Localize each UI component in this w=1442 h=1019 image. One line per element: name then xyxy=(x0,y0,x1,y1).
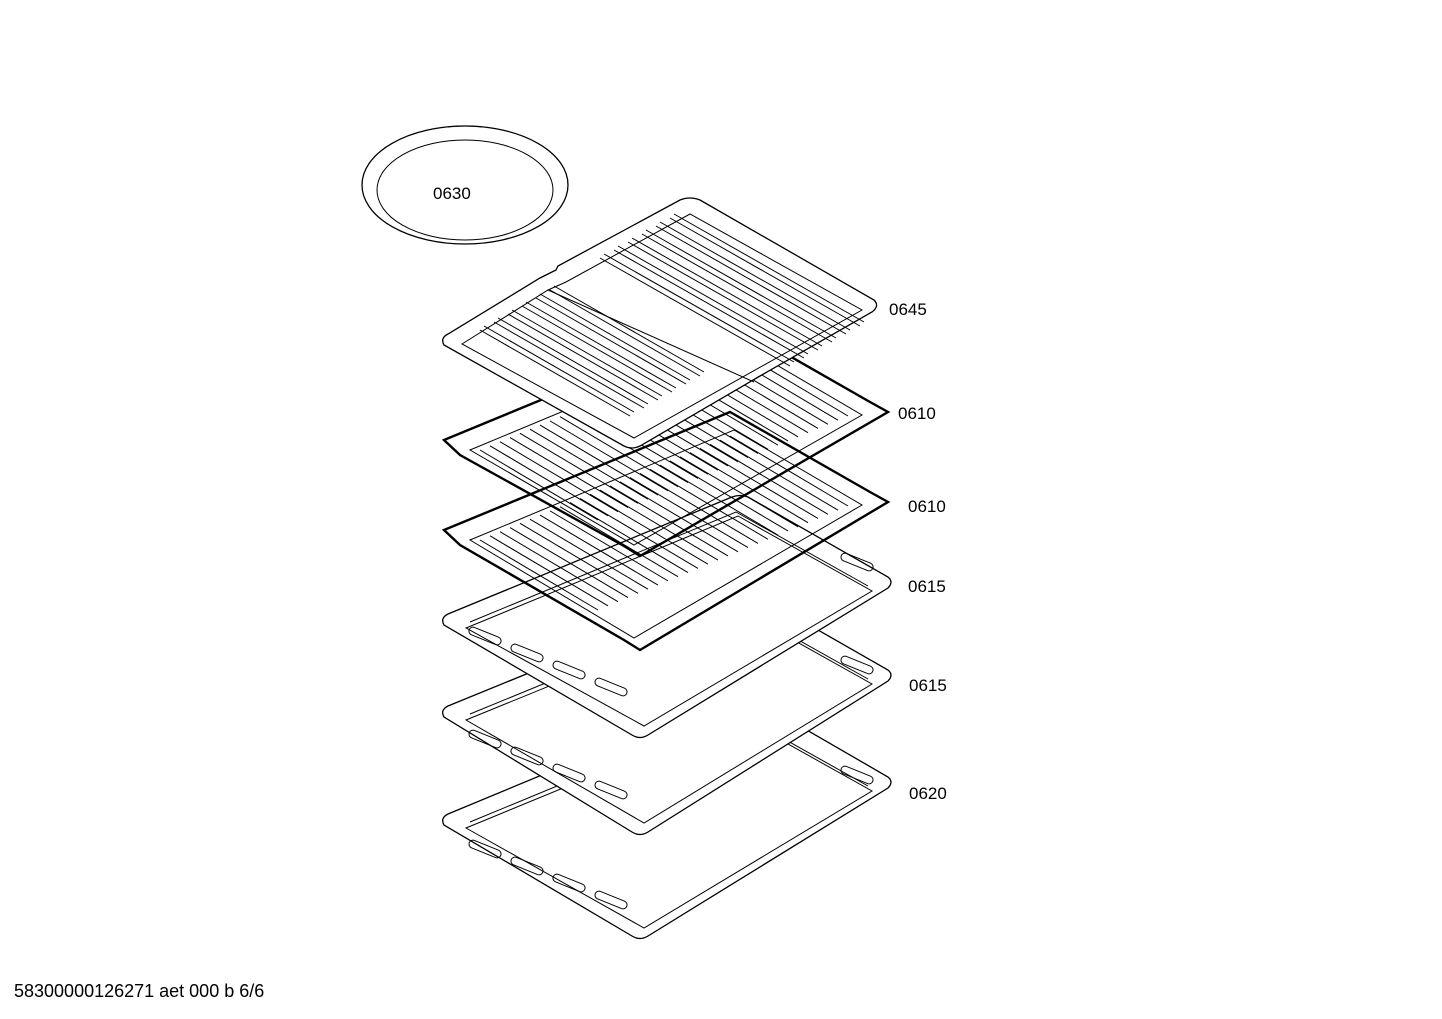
tray-slot xyxy=(552,660,586,680)
grill-rib xyxy=(669,217,861,327)
rack-bar xyxy=(549,510,669,582)
rack-bar xyxy=(539,424,659,496)
rack-bar xyxy=(689,452,809,524)
grill-rib xyxy=(641,233,833,343)
grill-rib xyxy=(553,285,705,373)
rack-bar xyxy=(549,420,669,492)
grill-rib xyxy=(659,221,851,331)
rack-bar xyxy=(629,477,749,549)
rack-bar xyxy=(569,502,689,573)
rack-bar xyxy=(679,456,799,528)
rack-bar xyxy=(609,485,729,557)
grill-rib xyxy=(655,225,847,335)
rack-bar xyxy=(659,464,779,536)
tray-slot xyxy=(840,552,874,572)
grill-rib xyxy=(603,253,795,363)
grill-rib xyxy=(613,249,805,359)
part-label-0610-upper: 0610 xyxy=(898,404,936,423)
rack-bar xyxy=(559,506,679,578)
rack-bar xyxy=(519,432,639,504)
tray-slot xyxy=(594,780,628,800)
part-label-0630: 0630 xyxy=(433,184,471,203)
tray-slot xyxy=(468,626,502,646)
tray-slot xyxy=(594,890,628,910)
part-label-0645: 0645 xyxy=(889,300,927,319)
rack-bar xyxy=(509,527,629,598)
rack-bar xyxy=(489,445,609,517)
rack-bar xyxy=(479,449,599,521)
rack-bar xyxy=(499,441,619,513)
grill-rib xyxy=(525,301,677,389)
rack-bar xyxy=(669,460,789,532)
tray-slot xyxy=(594,677,628,697)
rack-bar xyxy=(649,468,769,540)
rack-bar xyxy=(579,497,699,569)
grill-rib xyxy=(631,237,823,347)
tray-slot xyxy=(510,643,544,663)
rack-bar xyxy=(619,481,739,553)
tray-slot xyxy=(840,765,874,785)
grill-rib xyxy=(599,257,791,367)
part-label-0620: 0620 xyxy=(909,784,947,803)
part-label-0610-lower: 0610 xyxy=(908,497,946,516)
tray-slot xyxy=(840,655,874,675)
grill-pan-drawing xyxy=(442,197,878,449)
grill-rib xyxy=(673,213,865,323)
grill-rib xyxy=(617,245,809,355)
grill-rib xyxy=(535,297,687,385)
rack-bar xyxy=(699,448,819,519)
rack-bar xyxy=(709,443,829,515)
baking-tray-upper-drawing xyxy=(442,494,892,739)
tray-slot xyxy=(510,746,544,766)
grill-rib xyxy=(645,229,837,339)
rack-bar xyxy=(589,493,709,565)
grill-rib xyxy=(479,329,631,417)
rack-bar xyxy=(489,535,609,607)
rack-bar xyxy=(479,539,599,611)
grill-rib xyxy=(521,305,673,393)
grill-rib xyxy=(511,309,663,397)
rack-bar xyxy=(519,522,639,594)
tray-slot xyxy=(552,873,586,893)
rack-bar xyxy=(729,435,849,507)
grill-rib xyxy=(493,321,645,409)
grill-rib xyxy=(507,313,659,401)
rack-bar xyxy=(529,518,649,590)
rack-bar xyxy=(499,531,619,603)
grill-rib xyxy=(497,317,649,405)
tray-slot xyxy=(468,839,502,859)
dish-drawing xyxy=(361,125,569,245)
rack-bar xyxy=(539,514,659,586)
grill-rib xyxy=(549,289,701,377)
tray-slot xyxy=(552,763,586,783)
rack-bar xyxy=(599,489,719,561)
part-label-0615-upper: 0615 xyxy=(908,577,946,596)
tray-slot xyxy=(510,856,544,876)
grill-rib xyxy=(483,325,635,413)
rack-bar xyxy=(509,437,629,508)
grill-rib xyxy=(539,293,691,381)
part-label-0615-lower: 0615 xyxy=(909,676,947,695)
document-footer: 58300000126271 aet 000 b 6/6 xyxy=(14,981,265,1001)
tray-slot xyxy=(468,729,502,749)
rack-bar xyxy=(529,428,649,500)
grill-rib xyxy=(627,241,819,351)
rack-bar xyxy=(559,416,679,488)
